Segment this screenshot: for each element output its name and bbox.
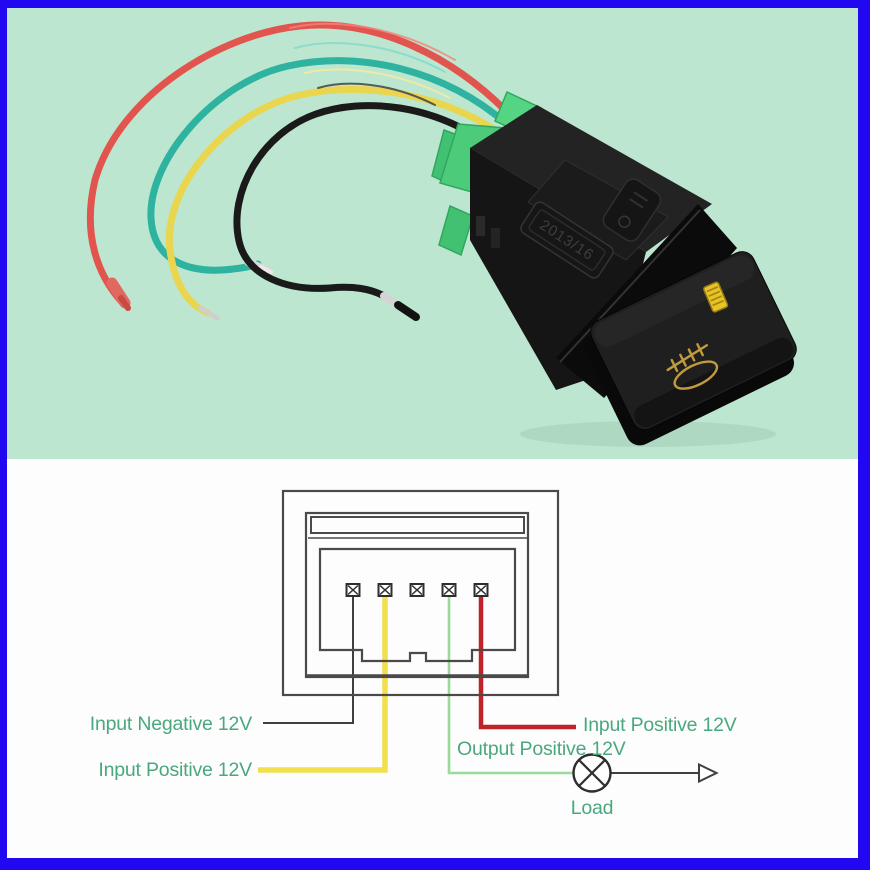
diagram-wires xyxy=(258,596,576,775)
label-load: Load xyxy=(570,797,614,819)
connector-outer-box xyxy=(281,489,560,697)
load-circuit xyxy=(572,753,719,793)
body-notch-1 xyxy=(476,216,485,236)
arrowhead xyxy=(698,762,719,784)
pin-1 xyxy=(345,583,361,597)
teal-wire-highlight xyxy=(294,42,446,73)
wiring-diagram-region xyxy=(7,459,858,858)
body-notch-2 xyxy=(491,228,500,248)
diagram-black-wire xyxy=(263,596,354,724)
product-photo-region: 2013/16 xyxy=(7,8,858,459)
pin-2 xyxy=(377,583,393,597)
label-input-positive-right: Input Positive 12V xyxy=(583,714,737,736)
pin-cavity-box xyxy=(318,547,517,663)
black-wire-highlight xyxy=(317,82,436,106)
wiring-diagram xyxy=(258,489,719,793)
red-wire-highlight xyxy=(289,22,456,61)
yellow-wire-highlight xyxy=(304,68,451,99)
fog-light-icon xyxy=(666,343,719,390)
button-face-top-bevel xyxy=(594,255,755,347)
diagram-red-wire xyxy=(478,596,576,730)
label-input-positive-left: Input Positive 12V xyxy=(98,759,252,781)
diagram-yellow-wire xyxy=(258,596,388,773)
switch-photo-illustration: 2013/16 xyxy=(86,21,797,447)
pin-5 xyxy=(473,583,489,597)
label-output-positive: Output Positive 12V xyxy=(457,738,626,760)
emblem-circle-mark xyxy=(618,215,631,228)
lamp-cross-2 xyxy=(578,759,606,787)
pin-4 xyxy=(441,583,457,597)
collar-edge-highlight xyxy=(559,209,701,363)
wire-harness xyxy=(86,21,512,321)
molded-emblem xyxy=(602,178,662,242)
button-face-bottom-shade xyxy=(634,337,794,428)
connector-left-tab-lower xyxy=(438,204,474,257)
button-head xyxy=(584,251,797,446)
diagram-green-wire xyxy=(447,596,573,775)
led-indicator-icon xyxy=(702,281,729,313)
connector-pins xyxy=(345,583,489,597)
label-input-negative: Input Negative 12V xyxy=(89,713,252,735)
red-wire-terminal-tip xyxy=(118,295,131,311)
red-wire xyxy=(86,21,510,305)
black-wire-end-sleeve xyxy=(394,301,420,321)
teal-wire xyxy=(147,57,512,274)
yellow-wire-bare-tip xyxy=(197,305,220,321)
pin-3 xyxy=(409,583,425,597)
button-face xyxy=(590,251,797,431)
teal-wire-crimp-tip xyxy=(259,265,273,274)
connector-outline xyxy=(281,489,560,697)
connector-top-slot xyxy=(310,516,525,534)
black-wire xyxy=(233,102,501,301)
